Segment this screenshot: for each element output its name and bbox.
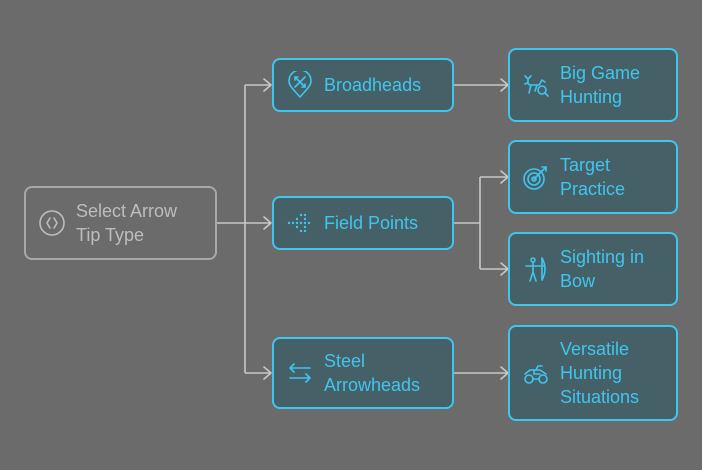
exchange-arrows-icon: [286, 359, 314, 387]
archer-icon: [522, 255, 550, 283]
use-target-practice[interactable]: Target Practice: [508, 140, 678, 214]
use-sighting-in-bow[interactable]: Sighting in Bow: [508, 232, 678, 306]
bullseye-icon: [522, 163, 550, 191]
broadhead-icon: [286, 71, 314, 99]
arrowhead-steel: [263, 366, 272, 380]
arrowhead-broadheads: [263, 78, 272, 92]
use-versatile-hunting-situations[interactable]: Versatile Hunting Situations: [508, 325, 678, 421]
category-label: Field Points: [324, 213, 419, 233]
arrowhead-field-points: [263, 216, 272, 230]
use-big-game-hunting[interactable]: Big Game Hunting: [508, 48, 678, 122]
use-label: Versatile Hunting Situations: [560, 339, 640, 407]
use-label: Sighting in Bow: [560, 247, 645, 291]
field-point-arrow-icon: [286, 209, 314, 237]
use-label: Big Game Hunting: [560, 63, 641, 107]
category-broadheads[interactable]: Broadheads: [272, 58, 454, 112]
use-label: Target Practice: [560, 155, 626, 199]
category-field-points[interactable]: Field Points: [272, 196, 454, 250]
target-circle-icon: [38, 209, 66, 237]
category-steel-arrowheads[interactable]: Steel Arrowheads: [272, 337, 454, 409]
root-label: Select Arrow Tip Type: [76, 201, 178, 245]
category-label: Broadheads: [324, 75, 422, 95]
atv-icon: [522, 359, 550, 387]
root-node[interactable]: Select Arrow Tip Type: [24, 186, 217, 260]
category-label: Steel Arrowheads: [324, 351, 421, 395]
animal-search-icon: [522, 71, 550, 99]
